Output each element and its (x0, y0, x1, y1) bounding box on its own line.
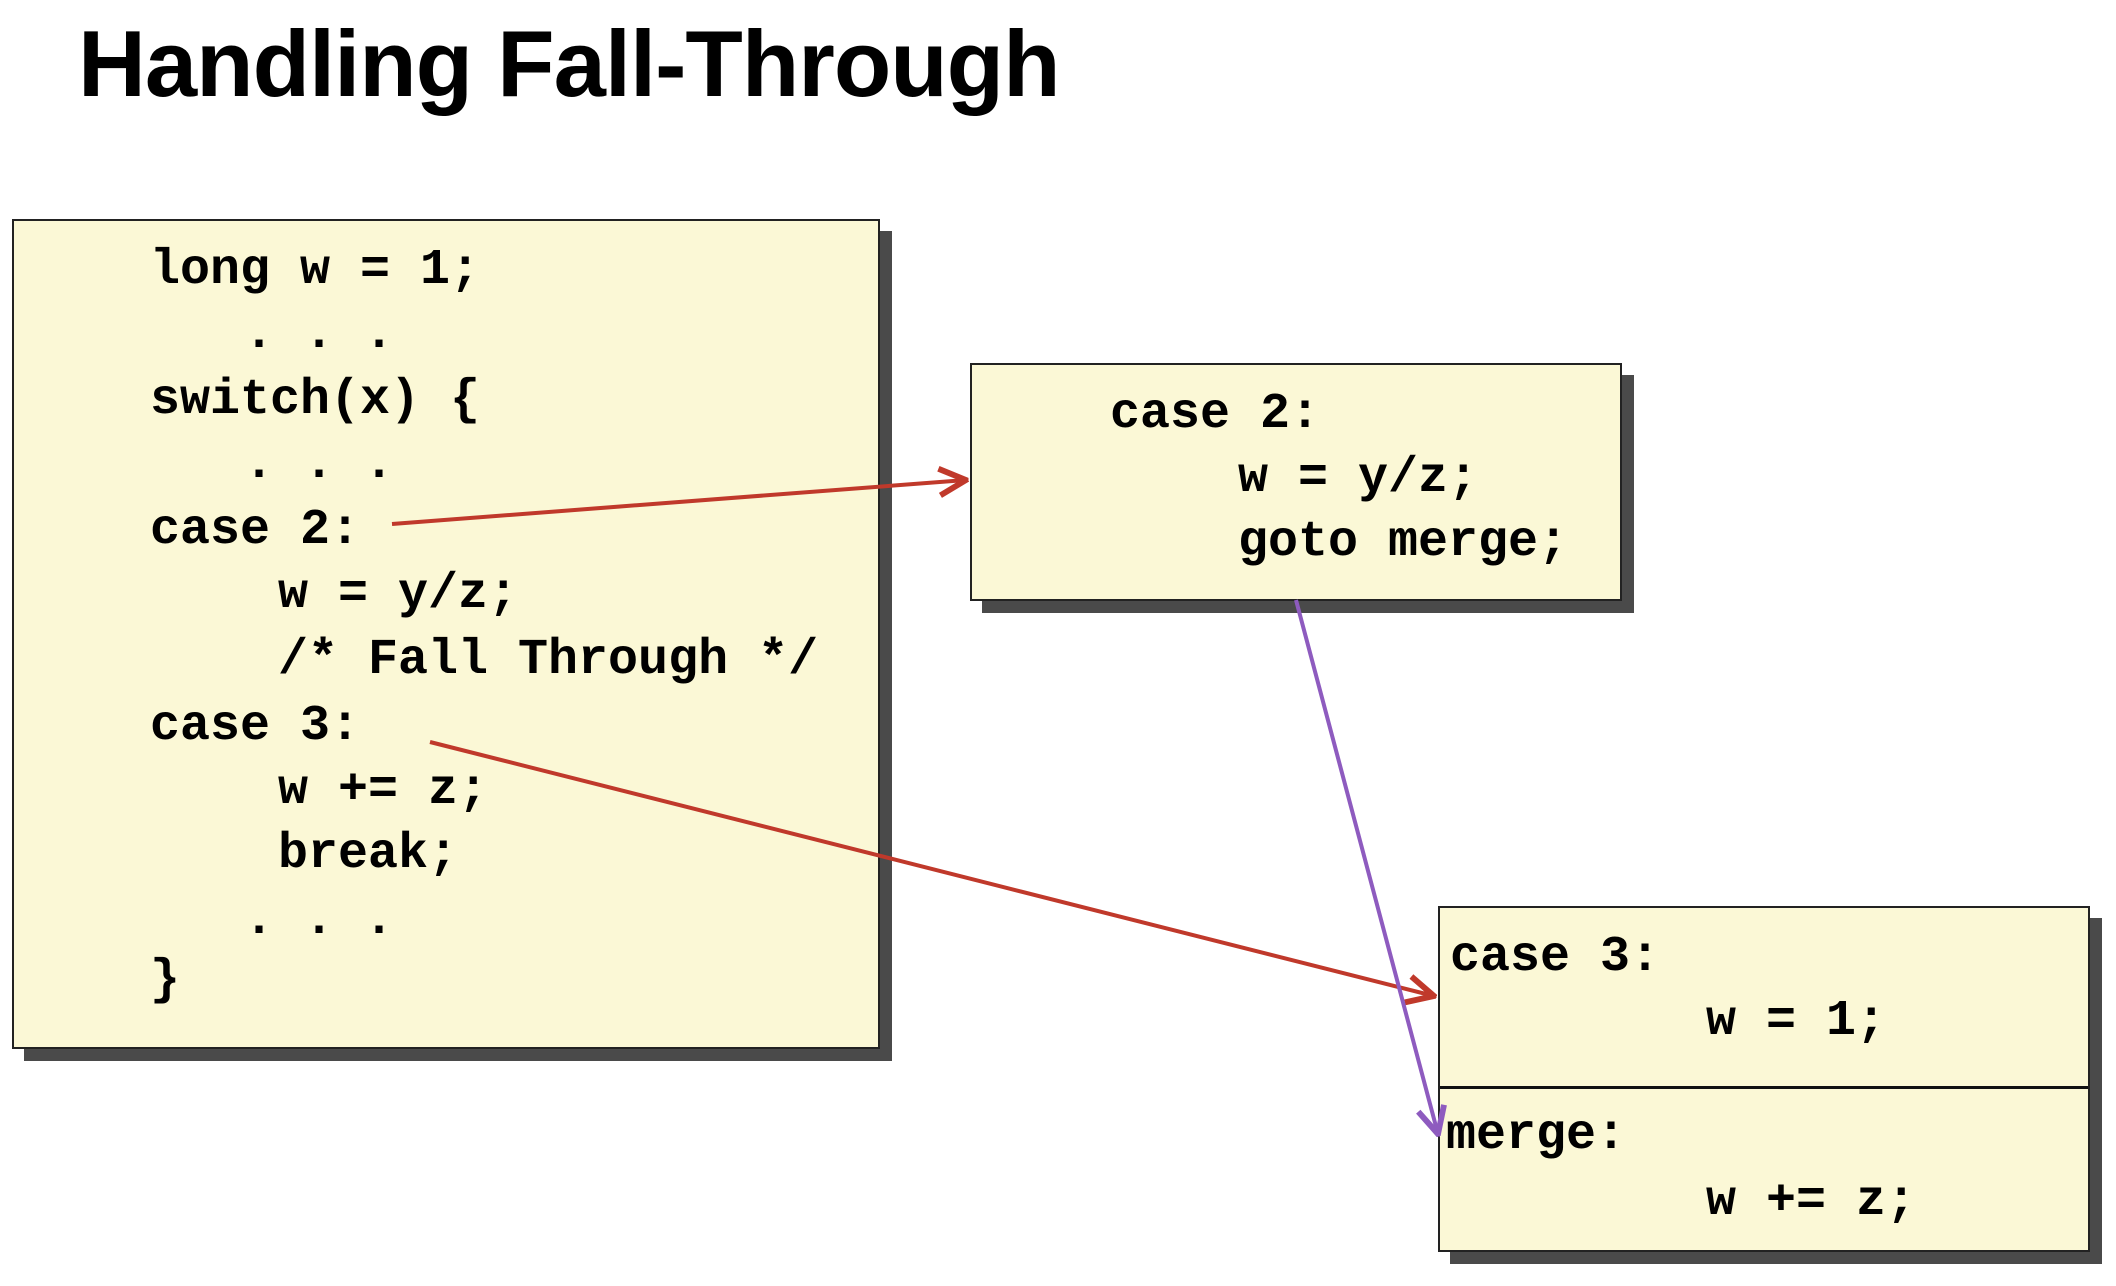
case3-merge-block: case 3: w = 1; merge: w += z; (1438, 906, 2090, 1252)
merge-label: merge: (1446, 1107, 1627, 1164)
code-line: case 2: (1110, 386, 1321, 443)
arrow-goto-merge (1294, 599, 1438, 1134)
code-line: switch(x) { (150, 372, 481, 429)
code-line: case 3: (150, 698, 361, 755)
code-line: case 2: (150, 502, 361, 559)
code-line: . . . (244, 306, 395, 363)
code-line: . . . (244, 892, 395, 949)
code-line: goto merge; (1238, 514, 1569, 571)
code-line: w = 1; (1706, 993, 1887, 1050)
code-line: w = y/z; (1238, 450, 1479, 507)
arrow-case3 (429, 740, 1434, 996)
slide-title: Handling Fall-Through (78, 11, 1061, 116)
code-line: case 3: (1450, 929, 1661, 986)
switch-code-box: long w = 1; . . . switch(x) { . . . case… (12, 219, 880, 1049)
code-line: w += z; (278, 762, 489, 819)
code-line: } (150, 952, 181, 1009)
code-line: w = y/z; (278, 566, 519, 623)
arrow-case2 (391, 480, 966, 526)
code-line: w += z; (1706, 1173, 1917, 1230)
code-line: long w = 1; (150, 242, 481, 299)
code-line: break; (278, 826, 459, 883)
case2-block: case 2: w = y/z; goto merge; (970, 363, 1622, 601)
block-divider (1440, 1086, 2088, 1089)
code-line: /* Fall Through */ (278, 632, 819, 689)
code-line: . . . (244, 436, 395, 493)
